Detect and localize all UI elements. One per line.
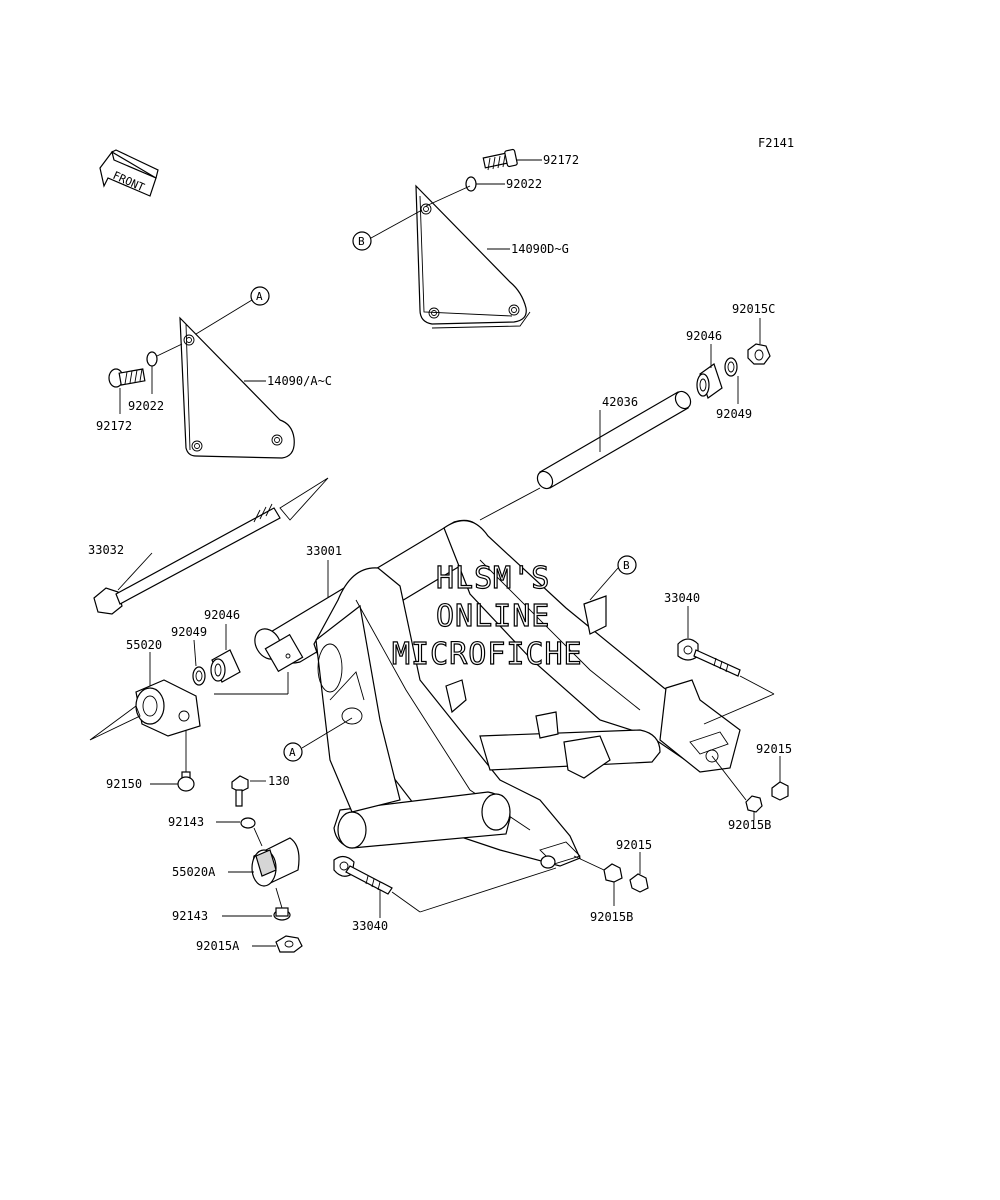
watermark-line-3: MICROFICHE (392, 637, 583, 672)
figure-id: F2141 (758, 136, 794, 150)
label-33032: 33032 (88, 543, 124, 557)
label-55020A: 55020A (172, 865, 216, 879)
bolt-92172-top (482, 148, 518, 171)
adjuster-33040-right (677, 638, 741, 677)
label-92046-right: 92046 (686, 329, 722, 343)
label-92049-left: 92049 (171, 625, 207, 639)
label-92015A: 92015A (196, 939, 240, 953)
label-33040-right: 33040 (664, 591, 700, 605)
label-92015B-right: 92015B (728, 818, 771, 832)
collar-92049-right (724, 357, 738, 377)
label-33040-bottom: 33040 (352, 919, 388, 933)
bearing-92046-left (210, 649, 241, 683)
label-14090AC: 14090/A~C (267, 374, 332, 388)
nut-92015B-right (745, 795, 763, 813)
collar-92143-top (240, 817, 256, 829)
callout-b-top-label: B (358, 235, 365, 248)
adjuster-33040-bottom (333, 855, 393, 895)
bracket-14090DG (415, 184, 531, 329)
pivot-bolt-33032 (93, 477, 329, 615)
nut-92015B-bottom (603, 863, 623, 883)
pivot-sleeve-42036 (536, 390, 692, 490)
nut-92015C (747, 343, 771, 365)
clamp-55020 (89, 679, 201, 741)
label-92172-left: 92172 (96, 419, 132, 433)
label-92022-top: 92022 (506, 177, 542, 191)
watermark-line-1: HLSM'S (436, 561, 550, 596)
label-92172-top: 92172 (543, 153, 579, 167)
label-130: 130 (268, 774, 290, 788)
callout-a-mid (283, 742, 303, 762)
nut-92015-right (771, 781, 789, 801)
callout-b-right-label: B (623, 559, 630, 572)
callout-b-right (617, 555, 637, 575)
label-92015C: 92015C (732, 302, 775, 316)
bearing-92046-right (696, 363, 723, 399)
label-92015-right: 92015 (756, 742, 792, 756)
collar-92143-bottom (273, 907, 291, 921)
washer-92022-left (146, 351, 158, 367)
bushing-lower (540, 855, 556, 869)
label-92046-left: 92046 (204, 608, 240, 622)
front-arrow-icon: FRONT (99, 149, 159, 197)
nut-92015-bottom (629, 873, 649, 893)
callout-a-mid-label: A (289, 746, 296, 759)
label-14090DG: 14090D~G (511, 242, 569, 256)
label-42036: 42036 (602, 395, 638, 409)
label-92022-left: 92022 (128, 399, 164, 413)
label-92015-bottom: 92015 (616, 838, 652, 852)
watermark: HLSM'S ONLINE MICROFICHE (391, 560, 583, 672)
callout-b-top (352, 231, 372, 251)
clamp-55020A (251, 837, 300, 887)
label-33001: 33001 (306, 544, 342, 558)
bolt-92150 (177, 771, 195, 792)
bolt-92172-left (108, 368, 146, 388)
label-92150: 92150 (106, 777, 142, 791)
label-92049-right: 92049 (716, 407, 752, 421)
callout-a-top (250, 286, 270, 306)
label-92015B-bottom: 92015B (590, 910, 633, 924)
bracket-14090AC (179, 316, 295, 459)
swingarm-33001 (254, 519, 741, 867)
bolt-130 (231, 775, 249, 807)
washer-92022-top (465, 176, 477, 192)
callout-a-top-label: A (256, 290, 263, 303)
label-92143-bottom: 92143 (172, 909, 208, 923)
nut-92015A (275, 935, 303, 953)
label-92143-top: 92143 (168, 815, 204, 829)
label-55020: 55020 (126, 638, 162, 652)
collar-92049-left (192, 666, 206, 686)
watermark-line-2: ONLINE (436, 599, 550, 634)
